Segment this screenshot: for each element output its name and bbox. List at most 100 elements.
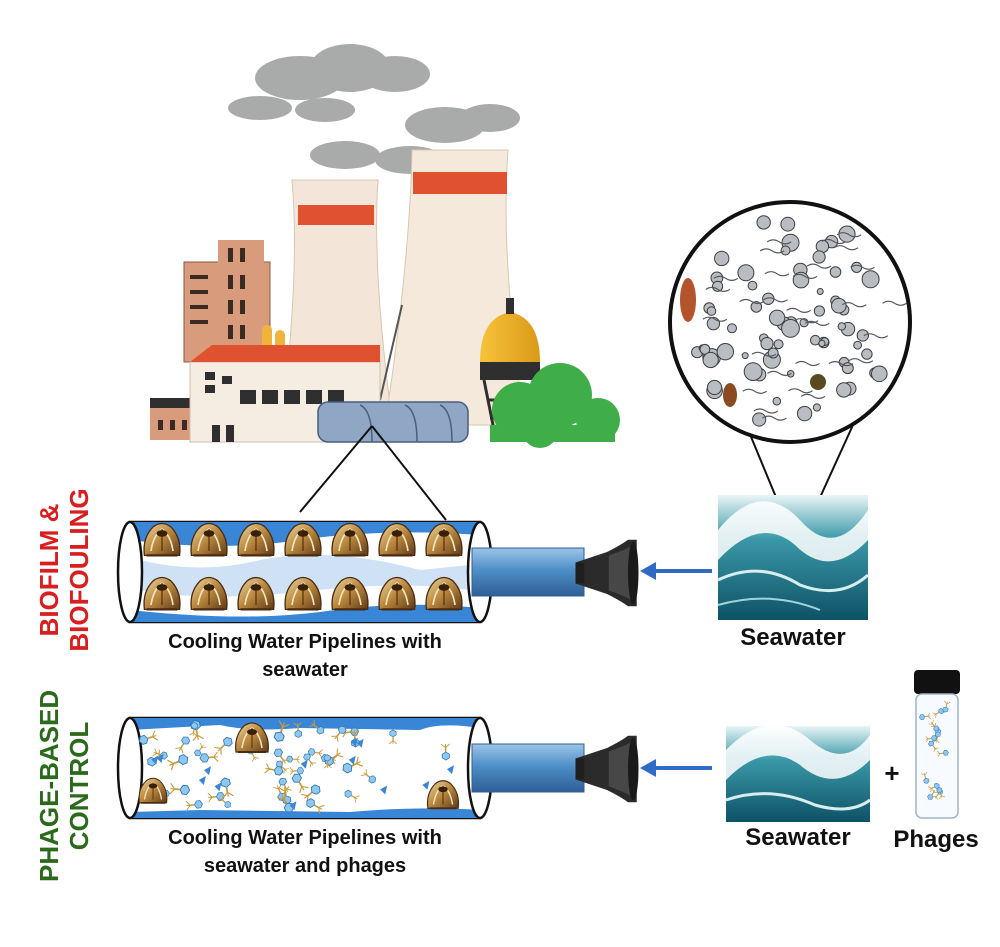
plankton-cell: [768, 309, 786, 326]
plankton-cell: [743, 362, 763, 382]
plankton-cell: [714, 250, 730, 267]
pipe-biofouling: [116, 520, 639, 624]
plankton-dots: [680, 215, 907, 427]
plankton-cell: [796, 405, 813, 422]
flow-arrow-top: [640, 562, 712, 580]
plankton-chain: [759, 248, 785, 254]
pump-nozzle-icon: [575, 539, 639, 607]
plankton-cell: [747, 280, 758, 291]
seawater-label-bottom: Seawater: [745, 824, 851, 851]
plankton-chain: [806, 263, 832, 269]
plankton-cell: [702, 351, 719, 369]
plankton-chain: [762, 415, 787, 421]
seawater-wave-icon: [717, 495, 869, 620]
plankton-cell: [773, 339, 784, 350]
plankton-cell: [727, 323, 737, 334]
plankton-chain: [764, 271, 790, 277]
copepod: [723, 383, 737, 407]
plankton-chain: [739, 298, 765, 305]
phages-label: Phages: [893, 826, 979, 853]
debris-fragment: [214, 782, 222, 792]
plankton-cell: [767, 347, 779, 359]
plankton-cell: [810, 334, 821, 346]
smoke-clouds: [228, 44, 520, 174]
plankton-chain: [800, 393, 826, 399]
plankton-chain: [788, 388, 813, 394]
debris-fragment: [348, 755, 356, 765]
plankton-chain: [702, 316, 728, 322]
plankton-magnified-icon: [668, 200, 912, 549]
debris-fragment: [151, 755, 159, 765]
debris-fragment: [350, 737, 358, 747]
plankton-cell: [706, 379, 723, 396]
plankton-chain: [828, 361, 854, 367]
plankton-cell: [780, 216, 796, 232]
plankton-cell: [712, 280, 724, 292]
phage-control-label: PHAGE-BASED CONTROL: [34, 689, 94, 882]
plankton-chain: [841, 302, 867, 308]
plankton-cell: [861, 348, 873, 360]
plankton-cell: [853, 340, 862, 350]
debris-fragment: [356, 738, 364, 748]
plankton-cell: [871, 365, 888, 383]
plankton-chain: [742, 388, 768, 394]
plankton-chain: [766, 239, 792, 245]
debris-fragment: [156, 754, 164, 764]
plankton-cell: [780, 245, 791, 256]
plankton-chain: [848, 358, 874, 364]
plankton-chain: [705, 286, 731, 292]
debris-fragment: [447, 765, 455, 775]
pipe2-caption: Cooling Water Pipelines with seawater an…: [168, 827, 442, 877]
debris-fragment: [204, 766, 212, 776]
debris-fragment: [422, 780, 430, 790]
plankton-cell: [737, 264, 755, 282]
plankton-chain: [821, 238, 847, 245]
plankton-cell: [813, 305, 826, 317]
plankton-cell: [851, 261, 863, 273]
plankton-cell: [781, 319, 800, 338]
plankton-chain: [795, 360, 820, 367]
plankton-cell: [716, 343, 734, 361]
plankton-chain: [753, 408, 779, 414]
plankton-chain: [882, 300, 907, 306]
plankton-cell: [756, 215, 771, 230]
plankton-cell: [812, 250, 826, 264]
plankton-cell: [812, 403, 822, 412]
plankton-cell: [831, 297, 847, 314]
power-plant-icon: [150, 44, 620, 448]
plankton-cell: [706, 306, 717, 316]
plankton-cell: [816, 288, 824, 295]
debris-fragment: [198, 775, 206, 785]
plankton-cell: [741, 352, 749, 360]
plankton-cell: [810, 374, 826, 390]
pump-nozzle-icon: [575, 735, 639, 803]
flow-arrow-bottom: [640, 759, 712, 777]
zoom-connector-pipe: [299, 425, 447, 521]
plankton-cell: [772, 396, 782, 406]
biofilm-label: BIOFILM & BIOFOULING: [34, 488, 94, 652]
plankton-cell: [837, 322, 846, 331]
plankton-cell: [861, 270, 880, 289]
plankton-chain: [863, 333, 889, 339]
debris-fragment: [300, 759, 308, 769]
plankton-chain: [751, 351, 777, 357]
plankton-cell: [818, 339, 826, 347]
plankton-cell: [699, 343, 711, 355]
plankton-chain: [763, 297, 788, 303]
plankton-cell: [829, 266, 842, 278]
plankton-cell: [750, 301, 763, 313]
plankton-chain: [792, 273, 818, 279]
plankton-chain: [786, 307, 811, 313]
plankton-cell: [760, 337, 774, 351]
pipe-phage-control: [116, 716, 639, 820]
plankton-chain: [793, 318, 819, 324]
seawater-wave-icon: [725, 724, 871, 822]
debris-fragment: [289, 801, 297, 811]
phage-vial-icon: [914, 670, 960, 819]
plankton-chain: [850, 264, 875, 270]
copepod: [680, 278, 696, 322]
seawater-label-top: Seawater: [740, 624, 846, 651]
plankton-chain: [767, 370, 792, 376]
plankton-cell: [706, 316, 721, 331]
